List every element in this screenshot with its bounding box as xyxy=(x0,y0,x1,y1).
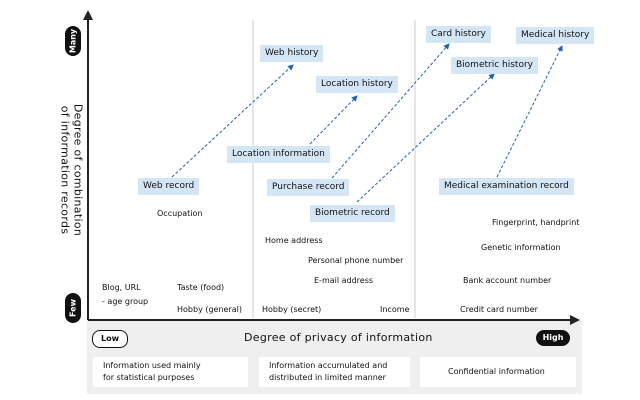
item-fingerprint: Fingerprint, handprint xyxy=(492,218,580,227)
y-axis-high-badge: Many xyxy=(65,26,81,56)
item-email-address: E-mail address xyxy=(314,276,374,285)
arrow-purchase xyxy=(331,43,450,179)
item-taste-food: Taste (food) xyxy=(177,283,225,292)
y-axis-low-badge: Few xyxy=(65,293,81,323)
x-axis-title: Degree of privacy of information xyxy=(244,331,433,344)
box-biometric-record: Biometric record xyxy=(310,205,395,222)
item-home-address: Home address xyxy=(265,236,323,245)
category-limited: Information accumulated and distributed … xyxy=(259,357,410,387)
category-confidential: Confidential information xyxy=(420,357,576,387)
arrow-medical xyxy=(496,45,563,178)
item-occupation: Occupation xyxy=(157,209,203,218)
box-purchase-record: Purchase record xyxy=(267,179,350,196)
box-web-history: Web history xyxy=(260,45,324,62)
item-bank-account: Bank account number xyxy=(463,276,552,285)
x-axis-low-badge: Low xyxy=(92,330,128,348)
item-credit-card: Credit card number xyxy=(460,305,538,314)
arrow-web xyxy=(171,64,294,178)
box-location-information: Location information xyxy=(227,146,330,163)
item-hobby-general: Hobby (general) xyxy=(177,305,242,314)
arrow-biometric xyxy=(356,73,495,203)
category-statistical: Information used mainly for statistical … xyxy=(93,357,248,387)
item-hobby-secret: Hobby (secret) xyxy=(262,305,322,314)
item-income: Income xyxy=(380,305,410,314)
box-biometric-history: Biometric history xyxy=(451,57,538,74)
box-location-history: Location history xyxy=(316,76,398,93)
item-genetic-information: Genetic information xyxy=(481,243,561,252)
x-axis-arrow-icon xyxy=(570,315,580,325)
box-web-record: Web record xyxy=(138,178,200,195)
item-blog-url: Blog, URL xyxy=(102,283,141,292)
arrow-location xyxy=(309,95,358,145)
x-axis-high-badge: High xyxy=(536,330,570,346)
item-age-group: - age group xyxy=(102,297,149,306)
box-medical-history: Medical history xyxy=(516,27,595,44)
y-axis-arrow-icon xyxy=(83,10,93,20)
box-medical-examination-record: Medical examination record xyxy=(439,178,574,195)
item-personal-phone: Personal phone number xyxy=(308,256,404,265)
y-axis-title: Degree of combination of information rec… xyxy=(59,103,85,237)
box-card-history: Card history xyxy=(426,26,491,43)
